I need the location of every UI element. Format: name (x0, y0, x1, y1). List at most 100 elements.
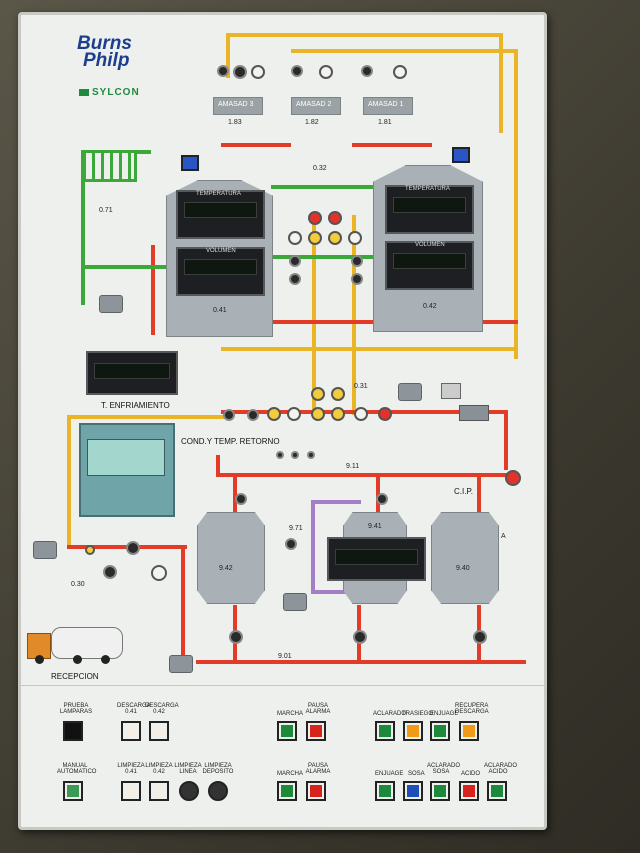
pipe-red-left-v (151, 245, 155, 335)
btn8-label: ENJUAGE (430, 711, 459, 717)
limpieza-042-button[interactable] (149, 781, 169, 801)
valve-942-bottom[interactable] (229, 630, 243, 644)
pipe-yellow-top (226, 33, 503, 37)
pump-971[interactable] (283, 593, 307, 611)
temp-controller-042[interactable] (385, 185, 474, 234)
valve-cond-3[interactable] (307, 451, 315, 459)
brand-name-line2: Philp (83, 50, 130, 71)
btn20-label: ACIDO (461, 771, 481, 777)
btn4-label: MARCHA (277, 711, 304, 717)
valve-031-1[interactable] (223, 409, 235, 421)
control-panel: Burns Philp SYLCON 0.71 AMASAD 3 1.83 AM… (18, 12, 547, 830)
valve-941-top[interactable] (376, 493, 388, 505)
valve-amasad3-a[interactable] (217, 65, 229, 77)
sosa-button[interactable] (403, 781, 423, 801)
sylcon-logo: SYLCON (79, 87, 140, 98)
enfriamiento-controller[interactable] (86, 351, 178, 395)
lamp-031-3 (311, 407, 325, 421)
pausa-alarma-button-1[interactable] (306, 721, 326, 741)
valve-031-2[interactable] (247, 409, 259, 421)
pipe-green-tank (271, 185, 381, 189)
blue-button-042[interactable] (452, 147, 470, 163)
pipe-yellow-center (312, 215, 316, 415)
acido-button[interactable] (459, 781, 479, 801)
button-area-divider (21, 685, 544, 686)
descarga-041-button[interactable] (121, 721, 141, 741)
aclarado-acido-button[interactable] (487, 781, 507, 801)
label-901: 9.01 (278, 653, 292, 660)
btn12-label: LIMPIEZA 0.42 (145, 763, 173, 775)
prueba-lamparas-button[interactable] (63, 721, 83, 741)
pump-901[interactable] (169, 655, 193, 673)
label-032: 0.32 (313, 165, 327, 172)
brand-name-line1: Burns (77, 33, 132, 54)
controller-941[interactable] (327, 537, 426, 581)
valve-cond-1[interactable] (276, 451, 284, 459)
limpieza-linea-button[interactable] (179, 781, 199, 801)
aclarado-sosa-button[interactable] (430, 781, 450, 801)
label-942: 9.42 (219, 565, 233, 572)
pipe-green-cooler2 (81, 150, 85, 305)
valve-center-4[interactable] (351, 273, 363, 285)
temp-controller-041[interactable] (176, 190, 265, 239)
pipe-yellow-center2 (352, 215, 356, 415)
marcha-button-1[interactable] (277, 721, 297, 741)
valve-940-bottom[interactable] (473, 630, 487, 644)
blue-button-right[interactable] (459, 405, 489, 421)
lamp-yellow-1 (308, 231, 322, 245)
pipe-green-cooler (81, 150, 151, 154)
btn7-label: TRASIEGO (402, 711, 434, 717)
valve-center-1[interactable] (289, 255, 301, 267)
enjuage-button-2[interactable] (375, 781, 395, 801)
pipe-purple-h (311, 500, 361, 504)
trasiego-button[interactable] (403, 721, 423, 741)
valve-942-top[interactable] (235, 493, 247, 505)
pausa-alarma-button-2[interactable] (306, 781, 326, 801)
label-941: 9.41 (368, 523, 382, 530)
valve-971[interactable] (285, 538, 297, 550)
lamp-recv (151, 565, 167, 581)
valve-amasad2-a[interactable] (291, 65, 303, 77)
valve-941-bottom[interactable] (353, 630, 367, 644)
pipe-red-901 (196, 660, 526, 664)
switch-right[interactable] (441, 383, 461, 399)
lamp-recv-y (85, 545, 95, 555)
lamp-031-1 (267, 407, 281, 421)
pipe-green-h (81, 265, 181, 269)
btn14-label: LIMPIEZA DEPOSITO (202, 763, 234, 775)
enjuage-button-1[interactable] (430, 721, 450, 741)
btn3-label: DESCARGA 0.42 (145, 703, 179, 715)
limpieza-deposito-button[interactable] (208, 781, 228, 801)
amasad-2-label: AMASAD 2 (296, 101, 332, 108)
descarga-042-button[interactable] (149, 721, 169, 741)
marcha-button-2[interactable] (277, 781, 297, 801)
pipe-yellow-left-h (67, 415, 227, 419)
valve-recv-1[interactable] (126, 541, 140, 555)
valve-amasad3-b[interactable] (233, 65, 247, 79)
pump-recepcion[interactable] (33, 541, 57, 559)
valve-amasad1-a[interactable] (361, 65, 373, 77)
valve-recv-2[interactable] (103, 565, 117, 579)
volume-controller-041[interactable] (176, 247, 265, 296)
valve-cond-2[interactable] (291, 451, 299, 459)
blue-button-041[interactable] (181, 155, 199, 171)
pipe-yellow-left-down (67, 415, 71, 545)
pipe-yellow-amasad-link (291, 49, 395, 53)
label-971: 9.71 (289, 525, 303, 532)
recupera-descarga-button[interactable] (459, 721, 479, 741)
volume-controller-042[interactable] (385, 241, 474, 290)
amasad-3-tank (213, 97, 263, 115)
aclarado-button[interactable] (375, 721, 395, 741)
amasad-1-tank (363, 97, 413, 115)
lamp-amasad3 (251, 65, 265, 79)
pump-071[interactable] (99, 295, 123, 313)
pipe-red-cond-right (504, 410, 508, 470)
manual-automatico-button[interactable] (63, 781, 83, 801)
valve-center-3[interactable] (289, 273, 301, 285)
sylcon-text: SYLCON (92, 87, 140, 98)
lamp-031-8 (331, 387, 345, 401)
pump-right[interactable] (398, 383, 422, 401)
lamp-white-1 (288, 231, 302, 245)
limpieza-041-button[interactable] (121, 781, 141, 801)
valve-center-2[interactable] (351, 255, 363, 267)
